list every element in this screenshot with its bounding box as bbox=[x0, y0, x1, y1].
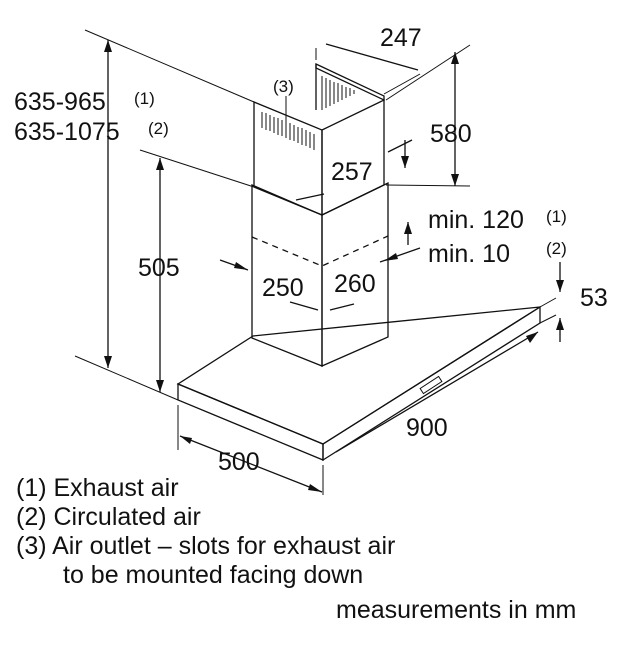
control-panel bbox=[419, 375, 443, 395]
legend-outlet: (3) Air outlet – slots for exhaust air bbox=[16, 532, 396, 560]
legend: (1) Exhaust air (2) Circulated air (3) A… bbox=[16, 474, 395, 590]
upper-chimney-left-face bbox=[253, 101, 323, 216]
canopy bbox=[176, 305, 541, 462]
lower-chimney-height-label: 505 bbox=[138, 254, 180, 282]
chimney-top-width-label: 247 bbox=[380, 24, 422, 52]
chimney-upper-height-label: 580 bbox=[430, 120, 472, 148]
min-exhaust-label: min. 120 bbox=[428, 206, 524, 234]
canopy-depth-label: 500 bbox=[218, 448, 260, 476]
upper-chimney bbox=[253, 62, 385, 217]
canopy-top bbox=[176, 306, 541, 445]
total-height-circulated-ref: (2) bbox=[148, 119, 169, 138]
units-note: measurements in mm bbox=[336, 596, 577, 624]
legend-exhaust: (1) Exhaust air bbox=[16, 474, 179, 502]
air-outlet-slots-left bbox=[261, 112, 315, 150]
outlet-callout-label: (3) bbox=[273, 77, 294, 96]
min-exhaust-ref: (1) bbox=[546, 207, 567, 226]
legend-circulated: (2) Circulated air bbox=[16, 503, 201, 531]
min-circulated-label: min. 10 bbox=[428, 240, 510, 268]
min-circulated-ref: (2) bbox=[546, 239, 567, 258]
dimension-lines bbox=[74, 29, 564, 495]
chimney-lower-width-label: 250 bbox=[262, 274, 304, 302]
total-height-circulated-label: 635-1075 bbox=[14, 118, 120, 146]
air-outlet-slots-right bbox=[321, 76, 355, 110]
legend-outlet-continued: to be mounted facing down bbox=[63, 561, 364, 589]
chimney-lower-depth-label: 260 bbox=[334, 270, 376, 298]
upper-chimney-right-face bbox=[321, 98, 385, 217]
canopy-thickness-label: 53 bbox=[580, 284, 608, 312]
total-height-exhaust-ref: (1) bbox=[134, 89, 155, 108]
total-height-exhaust-label: 635-965 bbox=[14, 88, 106, 116]
canopy-width-label: 900 bbox=[406, 414, 448, 442]
overlap-dashed-line bbox=[251, 235, 389, 267]
dimension-labels: 635-965 (1) 635-1075 (2) 247 580 257 505… bbox=[14, 24, 608, 476]
chimney-upper-depth-label: 257 bbox=[331, 158, 373, 186]
